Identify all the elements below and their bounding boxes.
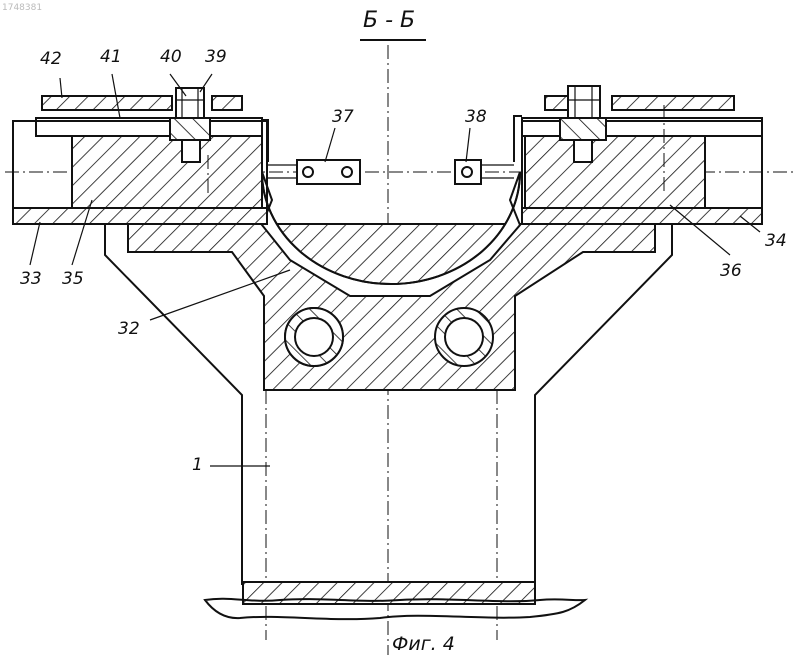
right-block-assembly bbox=[514, 86, 762, 224]
label-42: 42 bbox=[40, 49, 62, 69]
yoke-32 bbox=[128, 224, 655, 390]
label-38: 38 bbox=[465, 107, 487, 127]
label-35: 35 bbox=[62, 269, 84, 289]
left-block-assembly bbox=[13, 88, 268, 224]
watermark: 1748381 bbox=[2, 3, 42, 13]
figure-caption: Фиг. 4 bbox=[392, 633, 455, 655]
label-32: 32 bbox=[118, 319, 140, 339]
section-title: Б - Б bbox=[363, 8, 415, 33]
clamp-38 bbox=[455, 160, 514, 184]
label-36: 36 bbox=[720, 261, 742, 281]
bolt-hole-left bbox=[285, 308, 343, 366]
label-1: 1 bbox=[192, 455, 203, 475]
label-40: 40 bbox=[160, 47, 182, 67]
base-plate bbox=[205, 582, 585, 619]
bolt-hole-right bbox=[435, 308, 493, 366]
label-37: 37 bbox=[332, 107, 354, 127]
label-39: 39 bbox=[205, 47, 227, 67]
label-34: 34 bbox=[765, 231, 787, 251]
label-41: 41 bbox=[100, 47, 122, 67]
label-33: 33 bbox=[20, 269, 42, 289]
